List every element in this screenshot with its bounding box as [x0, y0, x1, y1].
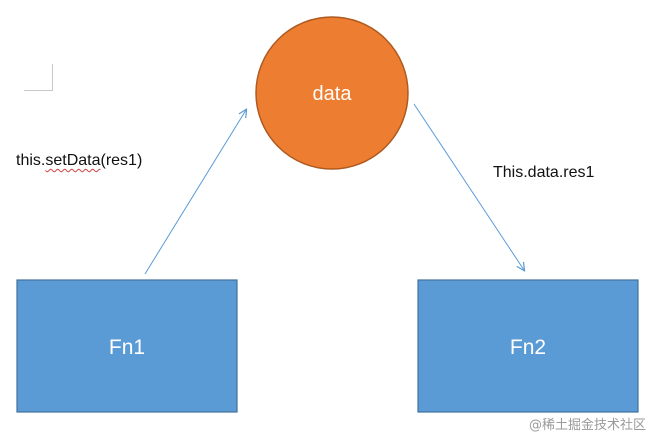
set-data-method: setData — [45, 152, 101, 169]
set-data-annotation: this.setData(res1) — [16, 152, 142, 170]
set-data-prefix: this. — [16, 152, 46, 169]
fn1-node — [16, 279, 238, 413]
set-data-suffix: (res1) — [100, 152, 143, 169]
arrow-data-to-fn2 — [413, 103, 524, 270]
corner-crop-mark — [24, 64, 53, 91]
fn1-node-label: Fn1 — [109, 336, 145, 359]
fn2-node — [417, 279, 639, 413]
fn2-node-label: Fn2 — [510, 336, 546, 359]
arrow-fn1-to-data — [144, 110, 246, 275]
watermark: @稀土掘金技术社区 — [528, 418, 646, 433]
data-node-label: data — [313, 83, 353, 105]
data-node — [255, 16, 409, 170]
read-data-annotation: This.data.res1 — [493, 164, 595, 181]
